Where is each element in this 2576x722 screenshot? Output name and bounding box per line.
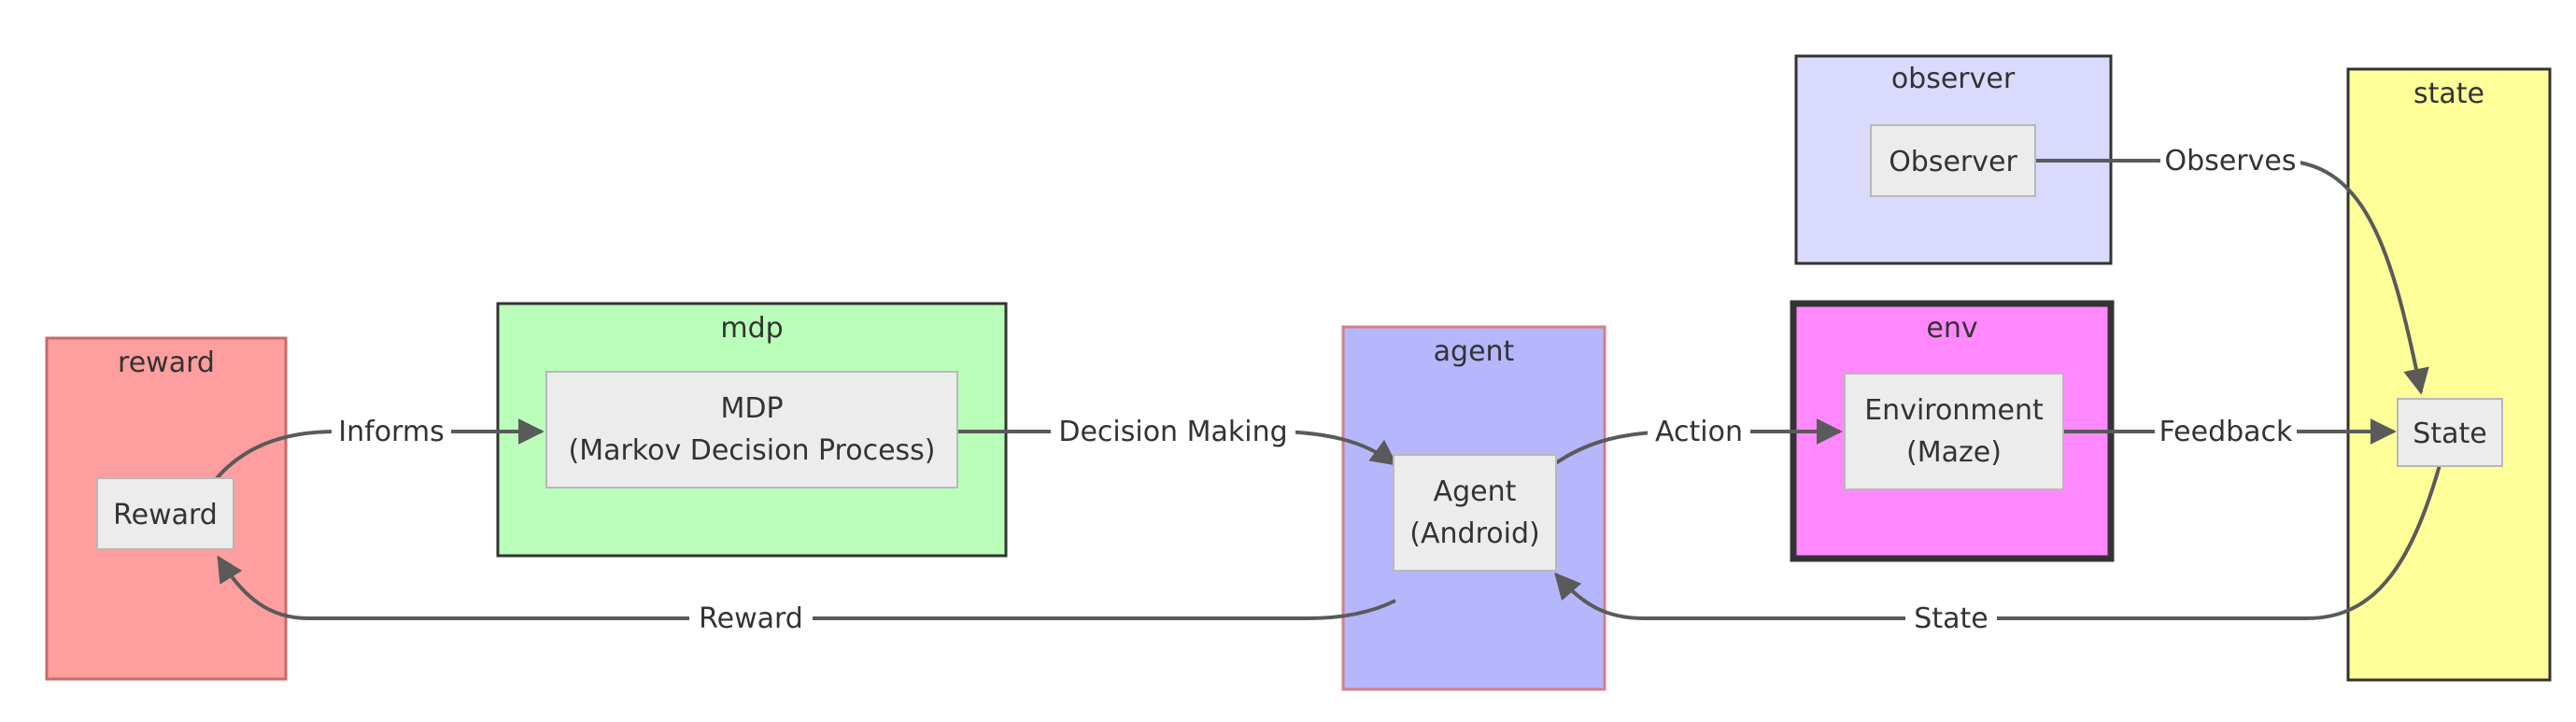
cluster-env-label: env [1926, 312, 1977, 345]
node-environment-label-line2: (Maze) [1906, 436, 2002, 469]
node-observer[interactable]: Observer [1870, 124, 2036, 197]
edge-label-action: Action [1648, 413, 1750, 450]
edge-reward [217, 555, 1396, 620]
edge-label-feedback: Feedback [2155, 413, 2297, 450]
edge-label-decision-making: Decision Making [1051, 413, 1295, 450]
svg-text:Feedback: Feedback [2159, 416, 2293, 448]
node-observer-label: Observer [1889, 146, 2017, 178]
svg-text:Informs: Informs [338, 416, 444, 448]
svg-text:Observes: Observes [2165, 145, 2297, 177]
cluster-state-box [2346, 67, 2552, 682]
cluster-mdp-label: mdp [720, 312, 783, 345]
edge-label-informs: Informs [332, 413, 451, 450]
cluster-state: state [2346, 67, 2552, 682]
node-agent-label-line2: (Android) [1409, 517, 1539, 550]
node-state[interactable]: State [2397, 398, 2503, 467]
cluster-reward-label: reward [118, 347, 215, 379]
node-mdp[interactable]: MDP (Markov Decision Process) [545, 371, 958, 488]
node-mdp-label-line2: (Markov Decision Process) [568, 434, 935, 467]
svg-text:State: State [1914, 602, 1988, 635]
svg-text:Action: Action [1655, 416, 1743, 448]
edge-informs [215, 418, 545, 480]
node-mdp-label-line1: MDP [720, 392, 783, 425]
node-agent-label-line1: Agent [1434, 475, 1517, 508]
svg-text:Reward: Reward [699, 602, 803, 635]
edge-state [1554, 464, 2442, 620]
node-reward-label: Reward [113, 499, 218, 531]
node-reward[interactable]: Reward [96, 477, 234, 550]
svg-text:Decision Making: Decision Making [1058, 416, 1287, 448]
edge-label-reward: Reward [689, 600, 813, 637]
node-environment[interactable]: Environment (Maze) [1844, 373, 2064, 490]
cluster-state-label: state [2413, 78, 2484, 110]
node-agent[interactable]: Agent (Android) [1393, 454, 1557, 572]
node-environment-label-line1: Environment [1864, 394, 2044, 427]
cluster-observer-label: observer [1891, 63, 2016, 95]
node-state-label: State [2413, 418, 2486, 450]
edge-label-state: State [1905, 600, 1997, 637]
cluster-agent-label: agent [1434, 335, 1515, 368]
edge-label-observes: Observes [2160, 142, 2300, 179]
